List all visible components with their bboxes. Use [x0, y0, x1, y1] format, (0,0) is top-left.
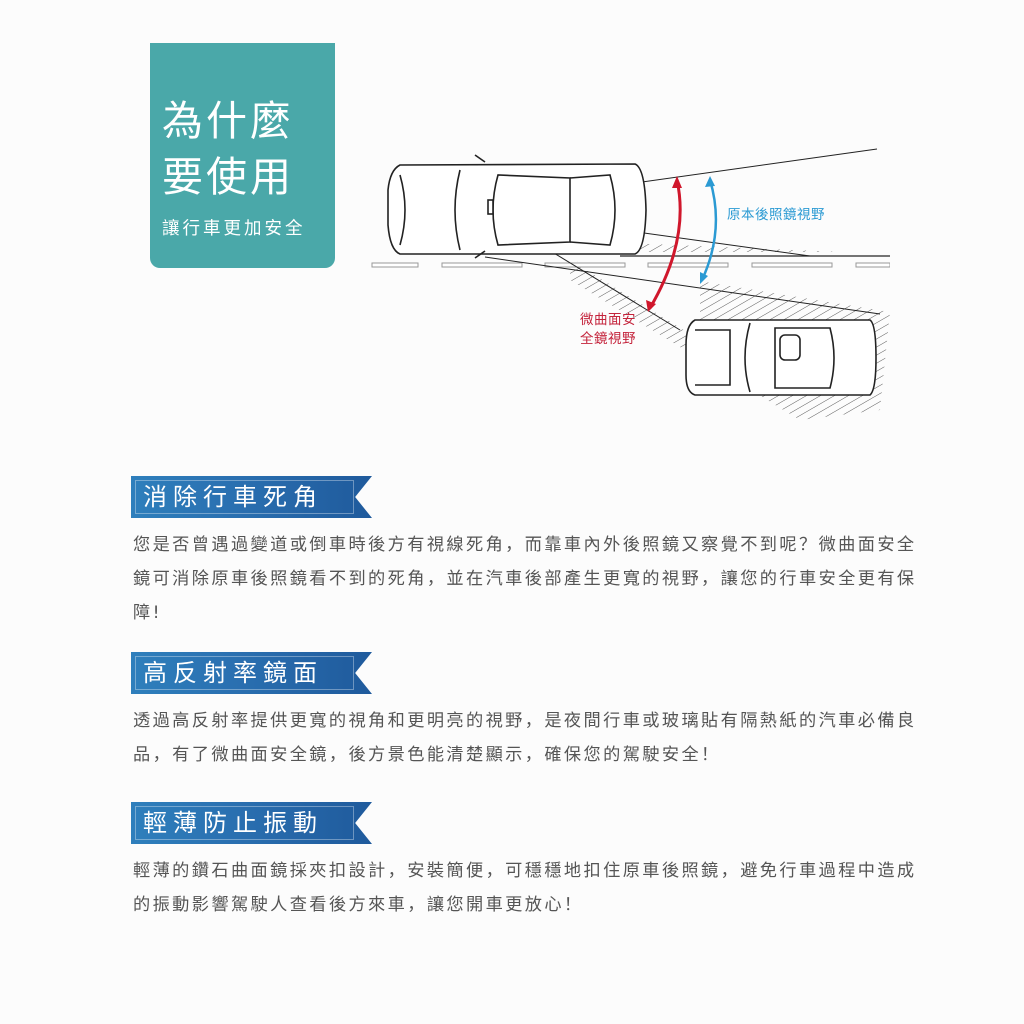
adjacent-car-icon — [685, 319, 877, 396]
main-car-icon — [387, 154, 647, 259]
curved-label-line1: 微曲面安 — [580, 312, 636, 328]
original-mirror-view-label: 原本後照鏡視野 — [727, 207, 825, 223]
lane-dashes — [371, 262, 890, 268]
mirror-view-diagram — [371, 148, 890, 420]
hero-title-line2: 要使用 — [162, 153, 294, 201]
section-title-blind-spot: 消除行車死角 — [131, 476, 372, 518]
curved-mirror-view-label: 微曲面安 全鏡視野 — [580, 311, 636, 349]
section-body-reflectivity: 透過高反射率提供更寬的視角和更明亮的視野，是夜間行車或玻璃貼有隔熱紙的汽車必備良… — [133, 711, 917, 765]
section-body-blind-spot: 您是否曾遇過變道或倒車時後方有視線死角，而靠車內外後照鏡又察覺不到呢？微曲面安全… — [133, 535, 917, 623]
curved-view-arc — [648, 179, 682, 309]
section-title-anti-vibration: 輕薄防止振動 — [131, 802, 372, 844]
hero-subtitle: 讓行車更加安全 — [162, 219, 306, 239]
section-body-anti-vibration: 輕薄的鑽石曲面鏡採夾扣設計，安裝簡便，可穩穩地扣住原車後照鏡，避免行車過程中造成… — [133, 861, 917, 915]
hero-banner: 為什麼 要使用 讓行車更加安全 — [150, 43, 335, 268]
hero-title-line1: 為什麼 — [162, 97, 294, 145]
section-title-reflectivity: 高反射率鏡面 — [131, 652, 372, 694]
curved-label-line2: 全鏡視野 — [580, 331, 636, 347]
original-view-arc — [700, 179, 718, 281]
